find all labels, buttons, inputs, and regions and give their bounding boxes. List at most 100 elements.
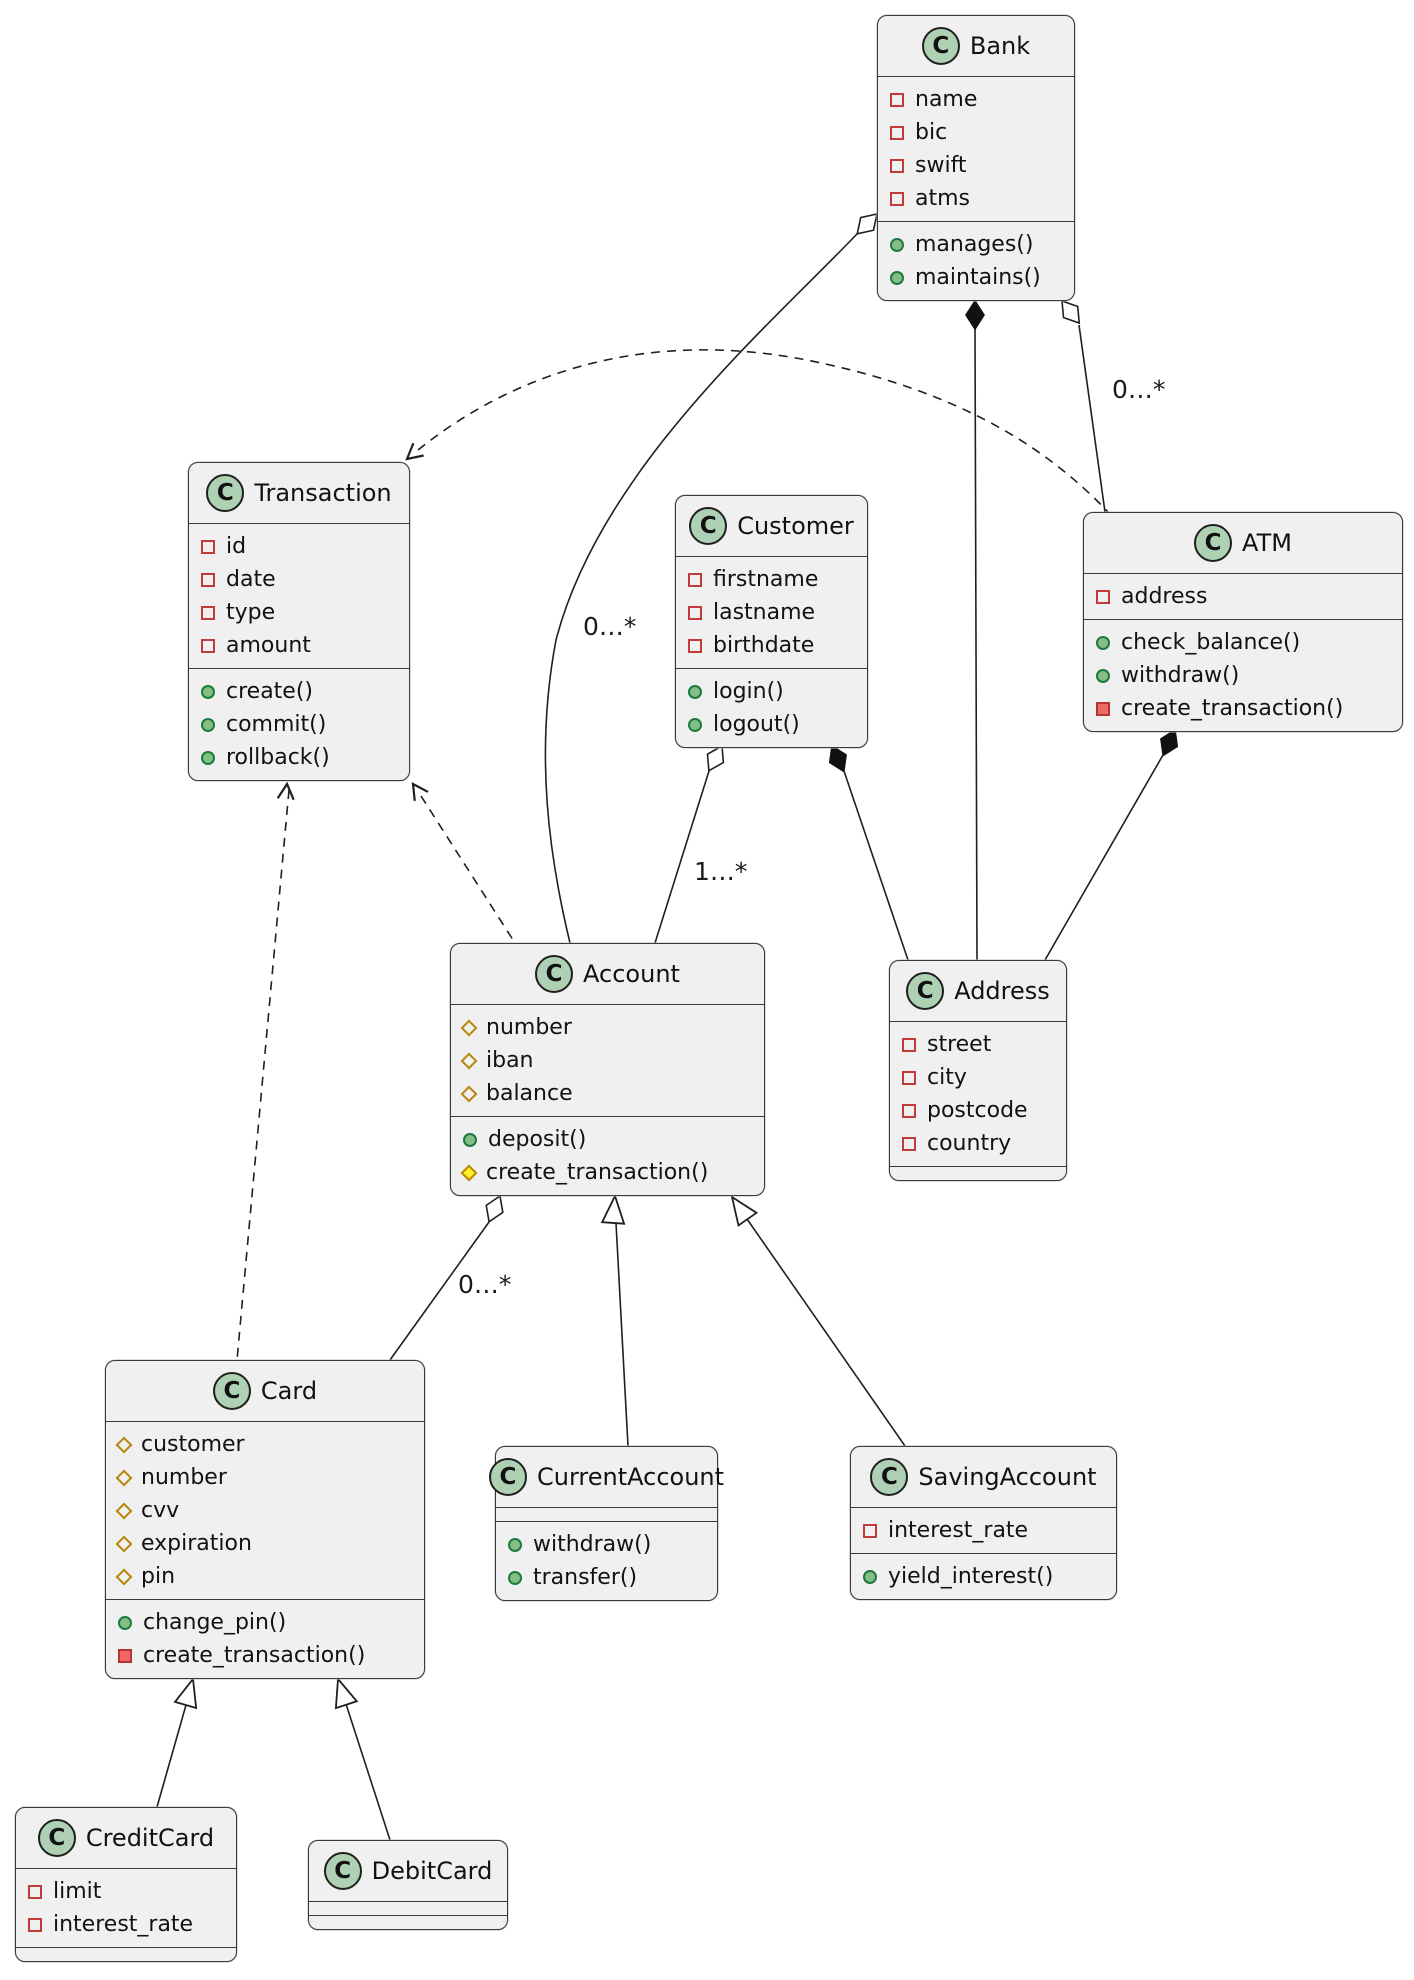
- edge-bank-atm: [1078, 324, 1106, 513]
- member-label: login(): [713, 679, 784, 704]
- private-method-icon: [118, 1648, 132, 1663]
- member-label: commit(): [226, 712, 327, 737]
- attribute-row: country: [890, 1127, 1066, 1160]
- protected-field-icon: [115, 1469, 133, 1486]
- member-label: rollback(): [226, 745, 330, 770]
- member-label: type: [226, 600, 276, 625]
- public-method-icon: [863, 1569, 877, 1584]
- method-row: login(): [676, 675, 867, 708]
- private-field-icon: [201, 539, 215, 554]
- member-label: bic: [915, 120, 948, 145]
- public-method-icon: [890, 270, 904, 285]
- edge-bank-address: [974, 328, 978, 961]
- class-title: CreditCard: [85, 1824, 215, 1852]
- member-label: lastname: [713, 600, 816, 625]
- member-label: pin: [141, 1564, 176, 1589]
- private-field-icon: [902, 1136, 916, 1151]
- methods-section: [309, 1916, 507, 1929]
- private-field-icon: [1096, 589, 1110, 604]
- attribute-row: iban: [451, 1044, 764, 1077]
- protected-method-icon: [460, 1164, 478, 1181]
- private-field-icon: [863, 1523, 877, 1538]
- attributes-section: address: [1084, 574, 1402, 620]
- methods-section: login() logout(): [676, 669, 867, 747]
- protected-field-icon: [460, 1019, 478, 1036]
- method-row: create(): [189, 675, 409, 708]
- member-label: country: [927, 1131, 1012, 1156]
- methods-section: create() commit() rollback(): [189, 669, 409, 780]
- private-field-icon: [201, 572, 215, 587]
- protected-field-icon: [460, 1085, 478, 1102]
- member-label: date: [226, 567, 276, 592]
- attribute-row: balance: [451, 1077, 764, 1110]
- member-label: customer: [141, 1432, 245, 1457]
- private-field-icon: [890, 191, 904, 206]
- edge-customer-address: [843, 770, 909, 961]
- multiplicity-label: 0…*: [583, 612, 636, 641]
- edge-account-card: [389, 1221, 490, 1361]
- dependency-arrowhead-card-transaction: [276, 781, 295, 801]
- public-method-icon: [201, 750, 215, 765]
- edge-savingaccount-account: [746, 1218, 906, 1447]
- attribute-row: type: [189, 596, 409, 629]
- method-row: maintains(): [878, 261, 1074, 294]
- methods-section: manages()maintains(): [878, 222, 1074, 300]
- protected-field-icon: [115, 1436, 133, 1453]
- class-header: C CreditCard: [16, 1808, 236, 1869]
- protected-field-icon: [115, 1568, 133, 1585]
- edge-creditcard-card: [156, 1704, 187, 1808]
- private-field-icon: [890, 158, 904, 173]
- class-title: Customer: [737, 512, 854, 540]
- method-row: withdraw(): [1084, 659, 1402, 692]
- class-circle-icon: C: [37, 1819, 76, 1857]
- member-label: deposit(): [488, 1127, 587, 1152]
- member-label: change_pin(): [143, 1610, 287, 1635]
- public-method-icon: [508, 1537, 522, 1552]
- member-label: create(): [226, 679, 314, 704]
- inheritance-triangle-savingaccount: [730, 1195, 759, 1227]
- attribute-row: cvv: [106, 1494, 424, 1527]
- attribute-row: birthdate: [676, 629, 867, 662]
- private-field-icon: [201, 638, 215, 653]
- member-label: swift: [915, 153, 967, 178]
- attribute-row: lastname: [676, 596, 867, 629]
- edge-bank-account: [544, 233, 858, 944]
- public-method-icon: [890, 237, 904, 252]
- method-row: logout(): [676, 708, 867, 741]
- member-label: address: [1121, 584, 1208, 609]
- method-row: deposit(): [451, 1123, 764, 1156]
- member-label: id: [226, 534, 247, 559]
- class-circle-icon: C: [323, 1852, 362, 1890]
- member-label: maintains(): [915, 265, 1041, 290]
- attributes-section: interest_rate: [851, 1508, 1116, 1554]
- multiplicity-label: 0…*: [458, 1270, 511, 1299]
- methods-section: [16, 1948, 236, 1961]
- member-label: firstname: [713, 567, 819, 592]
- methods-section: [890, 1167, 1066, 1180]
- member-label: transfer(): [533, 1565, 638, 1590]
- method-row: create_transaction(): [1084, 692, 1402, 725]
- class-circle-icon: C: [906, 972, 945, 1010]
- private-field-icon: [902, 1103, 916, 1118]
- class-title: Bank: [969, 32, 1031, 60]
- private-field-icon: [890, 92, 904, 107]
- public-method-icon: [1096, 668, 1110, 683]
- member-label: balance: [486, 1081, 573, 1106]
- inheritance-triangle-currentaccount: [600, 1193, 626, 1225]
- member-label: create_transaction(): [486, 1160, 709, 1185]
- inheritance-triangle-debitcard: [334, 1676, 359, 1710]
- member-label: amount: [226, 633, 311, 658]
- attribute-row: amount: [189, 629, 409, 662]
- attribute-row: address: [1084, 580, 1402, 613]
